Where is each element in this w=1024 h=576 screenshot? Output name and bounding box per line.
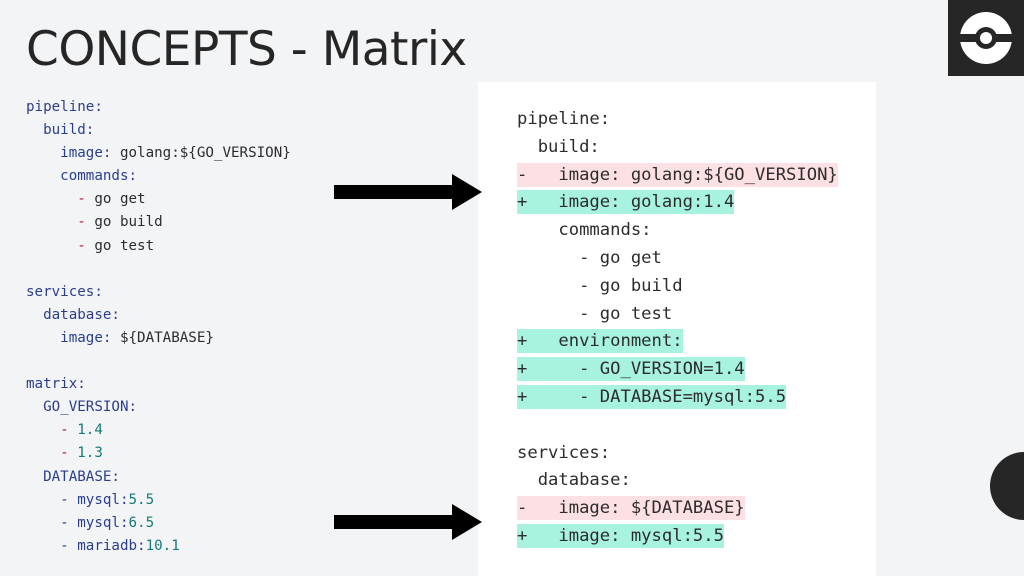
diff-line-text: - go test	[517, 303, 673, 324]
diff-line-text: commands:	[517, 220, 652, 241]
code-token: matrix:	[26, 376, 86, 393]
code-token: ${DATABASE}	[111, 329, 214, 346]
diff-line-added: + image: golang:1.4	[517, 189, 838, 217]
right-arrow-icon	[334, 174, 482, 210]
code-token: mariadb:	[77, 537, 146, 554]
diff-line-added: + - GO_VERSION=1.4	[517, 356, 838, 384]
code-token: database:	[26, 306, 120, 323]
code-line: matrix:	[26, 373, 291, 396]
diff-line: pipeline:	[517, 106, 838, 134]
diff-line: services:	[517, 440, 838, 468]
code-token: 5.5	[128, 491, 155, 508]
code-token: 1.4	[77, 422, 103, 439]
diff-line-added: + environment:	[517, 328, 838, 356]
diff-line: build:	[517, 134, 838, 162]
diff-line: commands:	[517, 217, 838, 245]
code-token: -	[26, 422, 78, 439]
diff-line	[517, 412, 838, 440]
code-line: image: ${DATABASE}	[26, 327, 291, 350]
diff-line-text: database:	[517, 470, 631, 491]
code-token: pipeline:	[26, 99, 103, 115]
expanded-yaml-diff: pipeline: build: - image: golang:${GO_VER…	[517, 106, 838, 551]
right-arrow-icon	[334, 504, 482, 540]
code-line: build:	[26, 119, 291, 142]
code-line: database:	[26, 304, 291, 327]
code-line: image: golang:${GO_VERSION}	[26, 142, 291, 165]
code-token: go get	[94, 191, 146, 208]
slide-title: CONCEPTS - Matrix	[26, 22, 467, 77]
diff-line-text: services:	[517, 442, 611, 463]
code-token: go build	[94, 214, 163, 231]
code-token: services:	[26, 283, 103, 300]
decorative-circle	[990, 452, 1024, 520]
diff-line-added: + - DATABASE=mysql:5.5	[517, 384, 838, 412]
code-line: services:	[26, 281, 291, 304]
code-token: -	[26, 445, 78, 462]
diff-line-text: - image: golang:${GO_VERSION}	[517, 162, 838, 187]
code-line: DATABASE:	[26, 466, 291, 489]
diff-line-removed: - image: golang:${GO_VERSION}	[517, 162, 838, 190]
code-token: build:	[26, 122, 95, 139]
code-token: -	[26, 237, 95, 254]
diff-line-text: + - GO_VERSION=1.4	[517, 357, 745, 382]
code-token: go test	[94, 237, 155, 254]
code-token: 10.1	[145, 537, 180, 554]
logo-badge	[948, 0, 1024, 76]
diff-line: database:	[517, 467, 838, 495]
diff-line: - go build	[517, 273, 838, 301]
diff-line: - go get	[517, 245, 838, 273]
code-token: GO_VERSION:	[26, 399, 138, 416]
code-line: commands:	[26, 165, 291, 188]
diff-line-removed: - image: ${DATABASE}	[517, 495, 838, 523]
code-line: - 1.4	[26, 419, 291, 442]
code-line: GO_VERSION:	[26, 396, 291, 419]
code-line: pipeline:	[26, 96, 291, 119]
code-token: image:	[26, 145, 112, 162]
diff-line-text: + - DATABASE=mysql:5.5	[517, 384, 787, 409]
code-token: image:	[26, 329, 112, 346]
code-token: 1.3	[77, 445, 103, 462]
code-line: - 1.3	[26, 442, 291, 465]
code-token: -	[26, 514, 78, 531]
code-line: - go get	[26, 188, 291, 211]
code-token: -	[26, 491, 78, 508]
diff-line-text: build:	[517, 136, 600, 157]
pokeball-logo-icon	[958, 12, 1014, 64]
diff-line-text: - image: ${DATABASE}	[517, 496, 745, 521]
code-token: 6.5	[128, 514, 155, 531]
code-token: commands:	[26, 168, 138, 185]
diff-line-text: + image: golang:1.4	[517, 190, 735, 215]
code-token: -	[26, 214, 95, 231]
code-line: - mysql:6.5	[26, 512, 291, 535]
code-line	[26, 258, 291, 281]
code-token: mysql:	[77, 514, 129, 531]
diff-line-text: - go get	[517, 247, 662, 268]
matrix-yaml-code: pipeline: build: image: golang:${GO_VERS…	[26, 96, 291, 558]
diff-line: - go test	[517, 301, 838, 329]
code-line: - go test	[26, 235, 291, 258]
diff-line-text: + image: mysql:5.5	[517, 523, 724, 548]
code-token: golang:${GO_VERSION}	[111, 145, 291, 162]
code-line: - mysql:5.5	[26, 489, 291, 512]
code-token: DATABASE:	[26, 468, 120, 485]
code-token: -	[26, 191, 95, 208]
code-token: mysql:	[77, 491, 129, 508]
code-line: - mariadb:10.1	[26, 535, 291, 558]
diff-line-added: + image: mysql:5.5	[517, 523, 838, 551]
diff-line-text: + environment:	[517, 329, 683, 354]
code-token: -	[26, 537, 78, 554]
code-line: - go build	[26, 211, 291, 234]
diff-line-text: - go build	[517, 275, 683, 296]
code-line	[26, 350, 291, 373]
diff-line-text: pipeline:	[517, 109, 611, 129]
